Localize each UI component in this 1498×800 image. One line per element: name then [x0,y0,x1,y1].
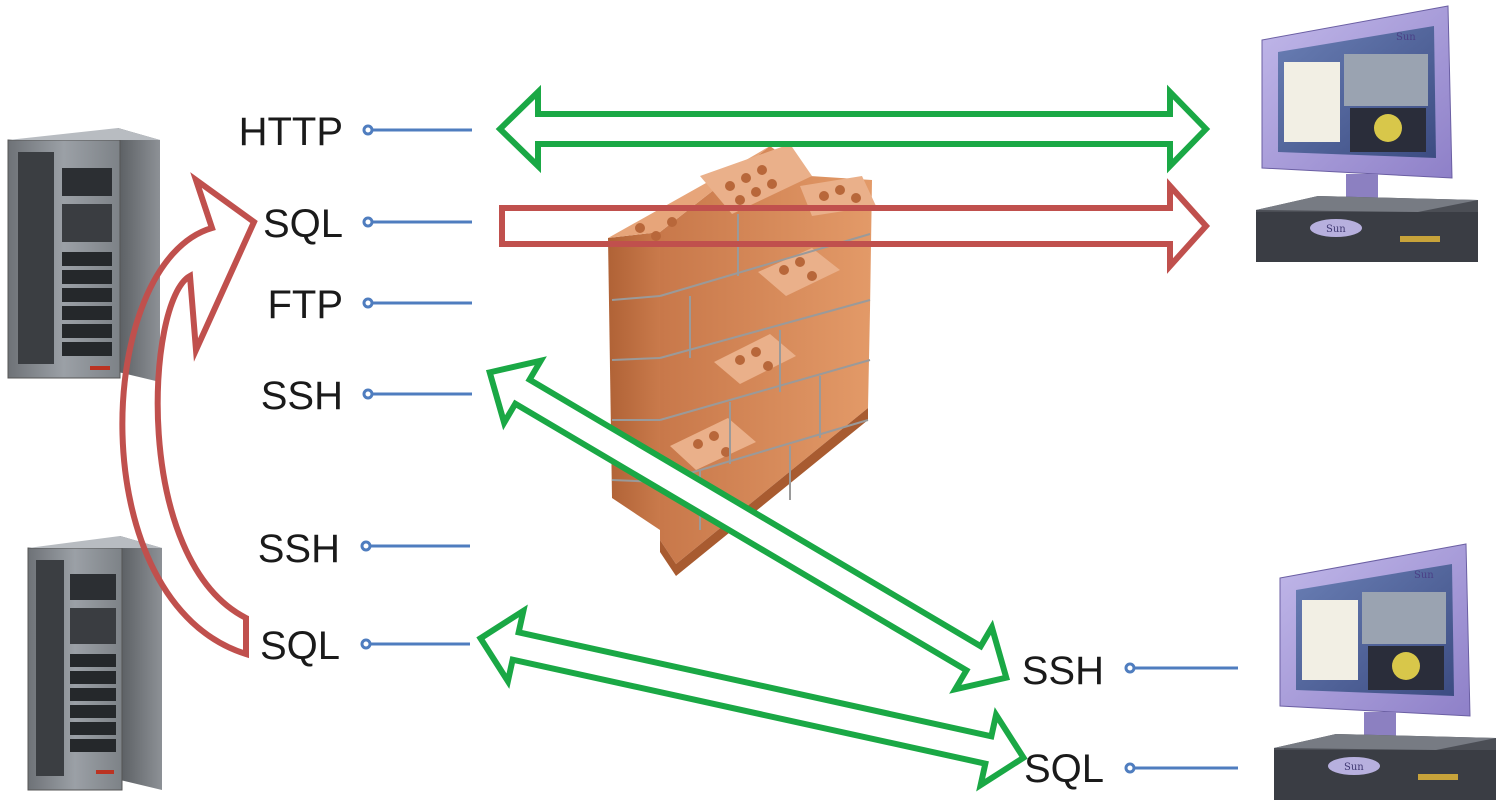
port-label: SQL [1024,747,1104,791]
port-ssh: SSH [1022,649,1238,693]
port-label: HTTP [239,110,343,154]
port-label: FTP [267,283,343,327]
port-label: SQL [263,202,343,246]
port-http: HTTP [239,110,472,154]
server-top-port-list: HTTP SQL FTP SSH [239,110,472,418]
port-ssh: SSH [261,374,472,418]
server-top-icon [7,128,160,382]
sql-internal-blocked-arrow [119,172,258,659]
workstation-bottom-icon: Sun Sun [1274,543,1496,800]
port-sql: SQL [1024,747,1238,791]
sql-allowed-arrow [476,604,1028,792]
port-ssh: SSH [258,527,470,571]
workstation-top-brand: Sun [1396,32,1416,43]
port-sql: SQL [260,624,470,668]
port-label: SQL [260,624,340,668]
port-ftp: FTP [267,283,472,327]
workstation-top-icon: Sun Sun [1256,5,1478,262]
port-sql: SQL [263,202,472,246]
ssh-allowed-arrow [485,356,1011,694]
server-bottom-port-list: SSH SQL [258,527,470,668]
workstation-bottom-case-brand: Sun [1344,762,1364,773]
workstation-top-case-brand: Sun [1326,224,1346,235]
sql-blocked-arrow [499,178,1211,274]
http-allowed-arrow [495,84,1211,174]
firewall-brick-wall-icon [608,144,876,576]
port-label: SSH [261,374,343,418]
port-label: SSH [258,527,340,571]
port-label: SSH [1022,649,1104,693]
workstation-bottom-port-list: SSH SQL [1022,649,1238,791]
workstation-bottom-brand: Sun [1414,570,1434,581]
server-bottom-icon [27,536,162,791]
